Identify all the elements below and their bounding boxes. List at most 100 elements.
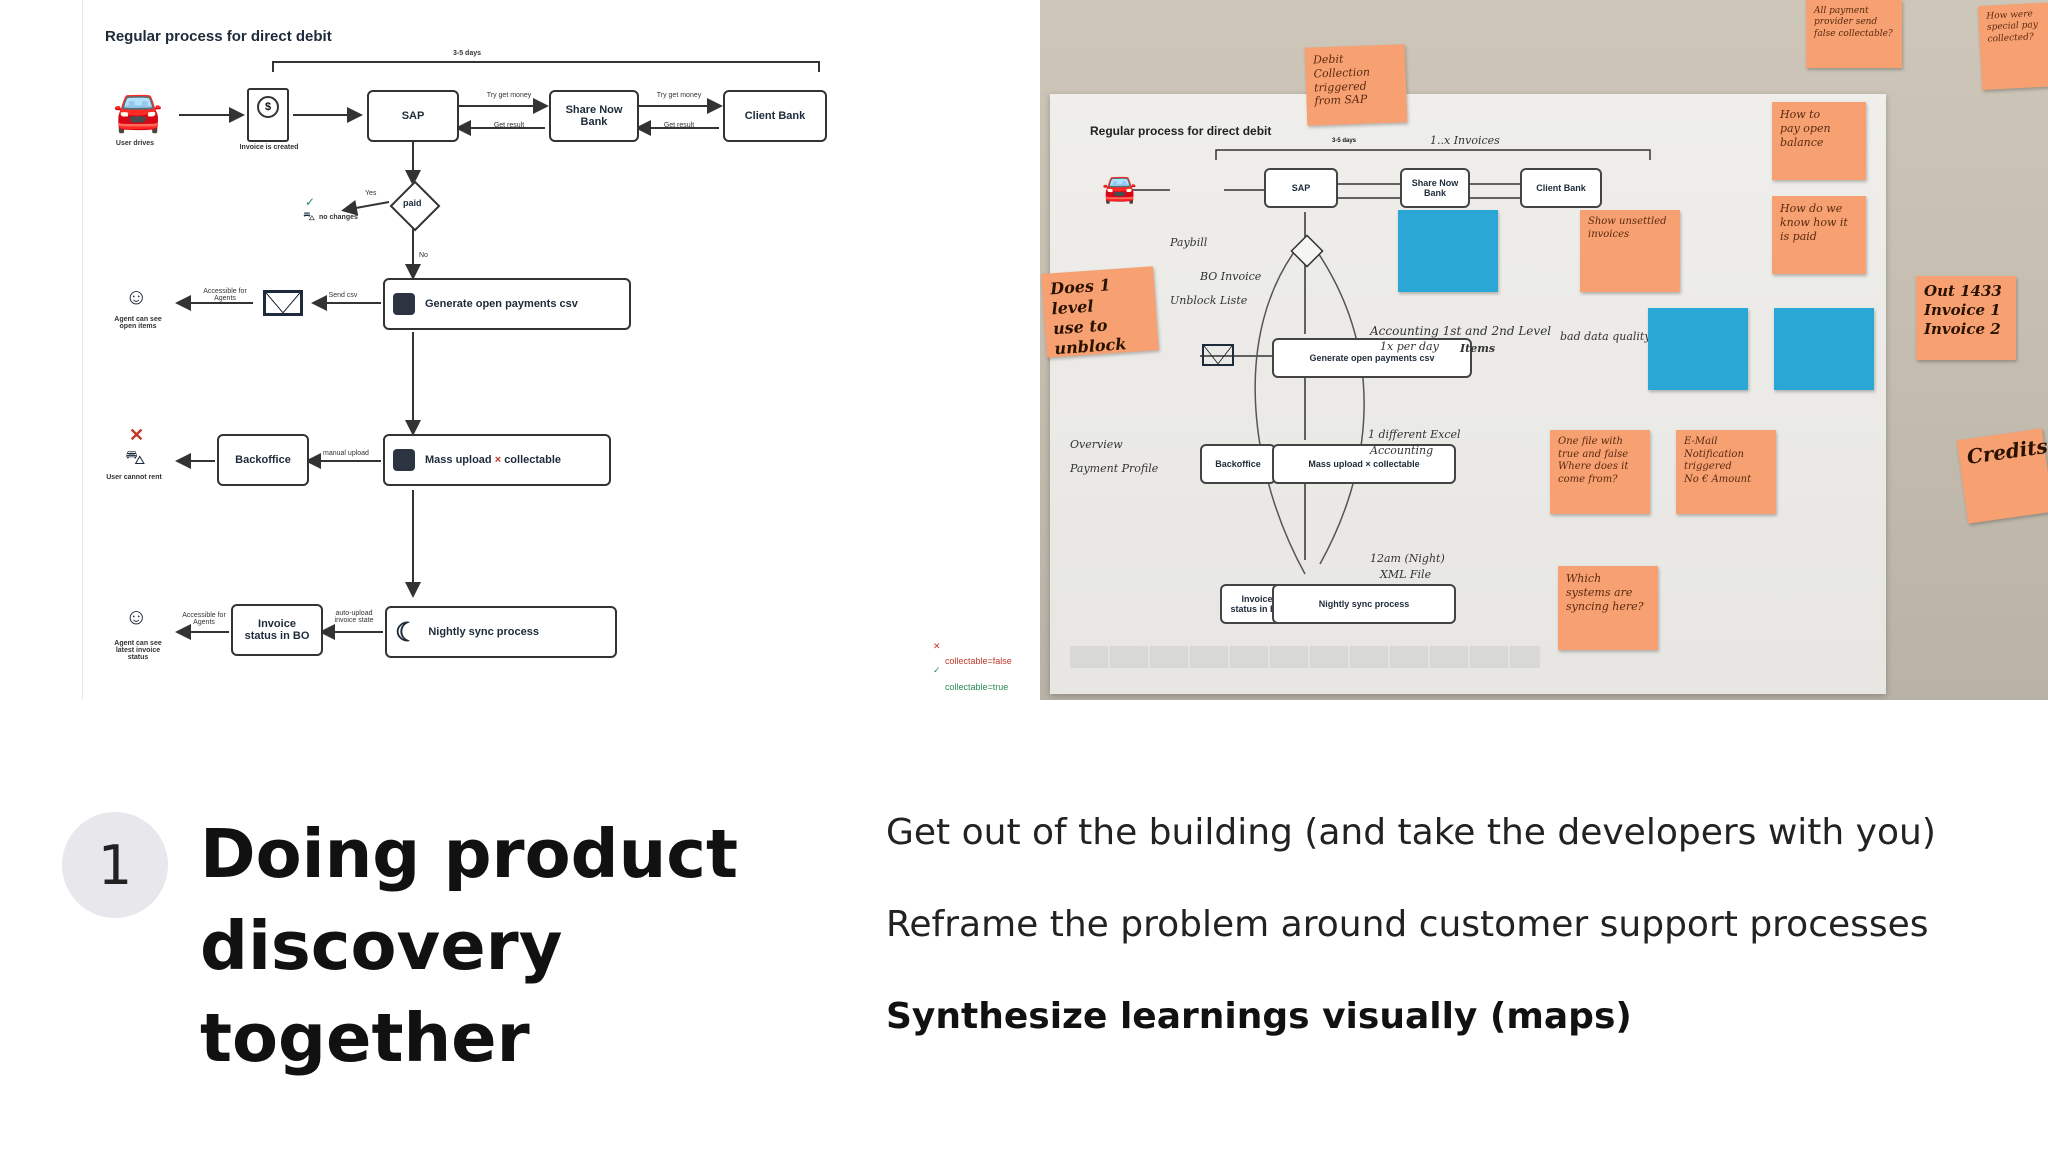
bullet-2: Reframe the problem around customer supp… <box>886 904 1929 945</box>
sheet-share-now-node: Share Now Bank <box>1400 168 1470 208</box>
car-outline-icon: ⛍ <box>125 447 146 469</box>
note-xml: XML File <box>1380 568 1432 581</box>
mass-upload-label: Mass upload <box>425 454 492 466</box>
share-now-bank-node: Share Now Bank <box>549 90 639 142</box>
sheet-backoffice-node: Backoffice <box>1200 444 1276 484</box>
collectable-label: collectable <box>504 454 562 466</box>
bullet-3: Synthesize learnings visually (maps) <box>886 996 1632 1037</box>
sticky-credits: Credits <box>1956 428 2048 524</box>
sheet-car-icon: 🚘 <box>1102 173 1137 204</box>
step-number-badge: 1 <box>62 812 168 918</box>
sheet-title: Regular process for direct debit <box>1090 124 1272 138</box>
mass-upload-node: Mass upload × collectable <box>383 434 611 486</box>
arrow-paid-yes <box>341 199 390 216</box>
get-result-label-1: Get result <box>493 122 525 129</box>
sap-node: SAP <box>367 90 459 142</box>
sticky-all-payment: All payment provider send false collecta… <box>1806 0 1902 68</box>
nightly-sync-label: Nightly sync process <box>428 626 539 638</box>
red-x-icon: × <box>494 454 502 466</box>
sticky-how-pay: How to pay open balance <box>1772 102 1866 180</box>
try-get-money-label-2: Try get money <box>656 92 702 99</box>
agent-avatar-icon <box>393 293 415 315</box>
paid-label: paid <box>403 198 422 208</box>
agent-headset-icon-2: ☺ <box>125 604 148 629</box>
user-drives-label: User drives <box>115 140 155 147</box>
sticky-how-know: How do we know how it is paid <box>1772 196 1866 274</box>
envelope-icon <box>263 290 303 316</box>
sticky-one-file: One file with true and false Where does … <box>1550 430 1650 514</box>
agent-latest-status-label: Agent can see latest invoice status <box>114 640 162 661</box>
note-bo-invoice: BO Invoice <box>1200 270 1262 283</box>
sticky-blue-3 <box>1774 308 1874 390</box>
agent-headset-icon: ☺ <box>125 284 148 309</box>
sticky-out: Out 1433 Invoice 1 Invoice 2 <box>1916 276 2016 360</box>
slide-heading: Doing product discovery together <box>200 815 739 1077</box>
process-diagram: Regular process for direct debit 3-5 day… <box>82 0 1029 700</box>
generate-csv-label: Generate open payments csv <box>425 298 578 310</box>
car-icon: 🚘 <box>113 90 163 134</box>
legend-true-icon: ✓ <box>933 665 941 675</box>
note-accounting-2: Accounting <box>1370 444 1434 457</box>
invoice-status-bo-node: Invoice status in BO <box>231 604 323 656</box>
invoice-created-label: Invoice is created <box>239 144 299 151</box>
note-bad-quality: bad data quality <box>1560 330 1651 343</box>
note-overview: Overview <box>1070 438 1123 451</box>
sticky-how-special: How were special pay collected? <box>1977 1 2048 91</box>
user-cannot-rent-label: User cannot rent <box>106 474 162 481</box>
diagram-title: Regular process for direct debit <box>105 28 332 45</box>
car-small-icon: ⛍ <box>303 209 316 223</box>
note-paybill: Paybill <box>1170 236 1208 249</box>
no-label: No <box>419 252 428 259</box>
generate-csv-node: Generate open payments csv <box>383 278 631 330</box>
note-excel: 1 different Excel <box>1368 428 1461 441</box>
sheet-client-bank-node: Client Bank <box>1520 168 1602 208</box>
note-payment-profile: Payment Profile <box>1070 462 1159 475</box>
note-per-day: 1x per day <box>1380 340 1439 353</box>
sheet-connectors <box>1120 149 1651 605</box>
note-items: Items <box>1460 342 1496 355</box>
moon-stars-icon: ☾ <box>395 616 419 647</box>
agent-avatar-icon-2 <box>393 449 415 471</box>
legend-false-label: collectable=false <box>945 656 1012 666</box>
sheet-nightly-sync-node: Nightly sync process <box>1272 584 1456 624</box>
backoffice-node: Backoffice <box>217 434 309 486</box>
whiteboard-photo: Regular process for direct debit 3-5 day… <box>1040 0 2048 700</box>
try-get-money-label-1: Try get money <box>486 92 532 99</box>
note-unblock-list: Unblock Liste <box>1170 294 1248 307</box>
red-cross-icon: ✕ <box>129 425 145 445</box>
agent-open-items-label: Agent can see open items <box>114 316 162 330</box>
diagram-connectors <box>175 61 820 640</box>
auto-upload-label: auto-upload invoice state <box>334 610 374 624</box>
no-changes-label: no changes <box>319 214 358 221</box>
sticky-show-invoices: Show unsettled invoices <box>1580 210 1680 292</box>
legend-true-label: collectable=true <box>945 682 1009 692</box>
duration-label: 3-5 days <box>453 50 482 57</box>
note-time: 12am (Night) <box>1370 552 1445 565</box>
sticky-email: E-Mail Notification triggered No € Amoun… <box>1676 430 1776 514</box>
sheet-generate-csv-node: Generate open payments csv <box>1272 338 1472 378</box>
invoice-document-icon: $ <box>247 88 289 142</box>
sticky-which-systems: Which systems are syncing here? <box>1558 566 1658 650</box>
yes-label: Yes <box>365 190 377 197</box>
send-csv-label: Send csv <box>328 292 358 299</box>
sticky-blue-1 <box>1398 210 1498 292</box>
duration-bracket <box>272 61 820 72</box>
sticky-does-level: Does 1 level use to unblock <box>1041 266 1159 358</box>
sheet-envelope-icon <box>1202 344 1234 366</box>
sticky-blue-2 <box>1648 308 1748 390</box>
dollar-icon: $ <box>257 96 279 118</box>
bullet-1: Get out of the building (and take the de… <box>886 812 1936 853</box>
accessible-agents-label-2: Accessible for Agents <box>182 612 226 626</box>
accessible-agents-label: Accessible for Agents <box>203 288 247 302</box>
get-result-label-2: Get result <box>663 122 695 129</box>
sheet-duration: 3-5 days <box>1332 138 1357 144</box>
client-bank-node: Client Bank <box>723 90 827 142</box>
nightly-sync-node: ☾ Nightly sync process <box>385 606 617 658</box>
sheet-mass-upload-node: Mass upload × collectable <box>1272 444 1456 484</box>
checkmark-icon: ✓ <box>305 195 316 209</box>
note-invoices: 1..x Invoices <box>1430 134 1500 147</box>
note-accounting: Accounting 1st and 2nd Level <box>1370 324 1552 338</box>
sticky-debit-collection: Debit Collection triggered from SAP <box>1304 44 1408 126</box>
sheet-sap-node: SAP <box>1264 168 1338 208</box>
printed-sheet: Regular process for direct debit 3-5 day… <box>1050 94 1886 694</box>
